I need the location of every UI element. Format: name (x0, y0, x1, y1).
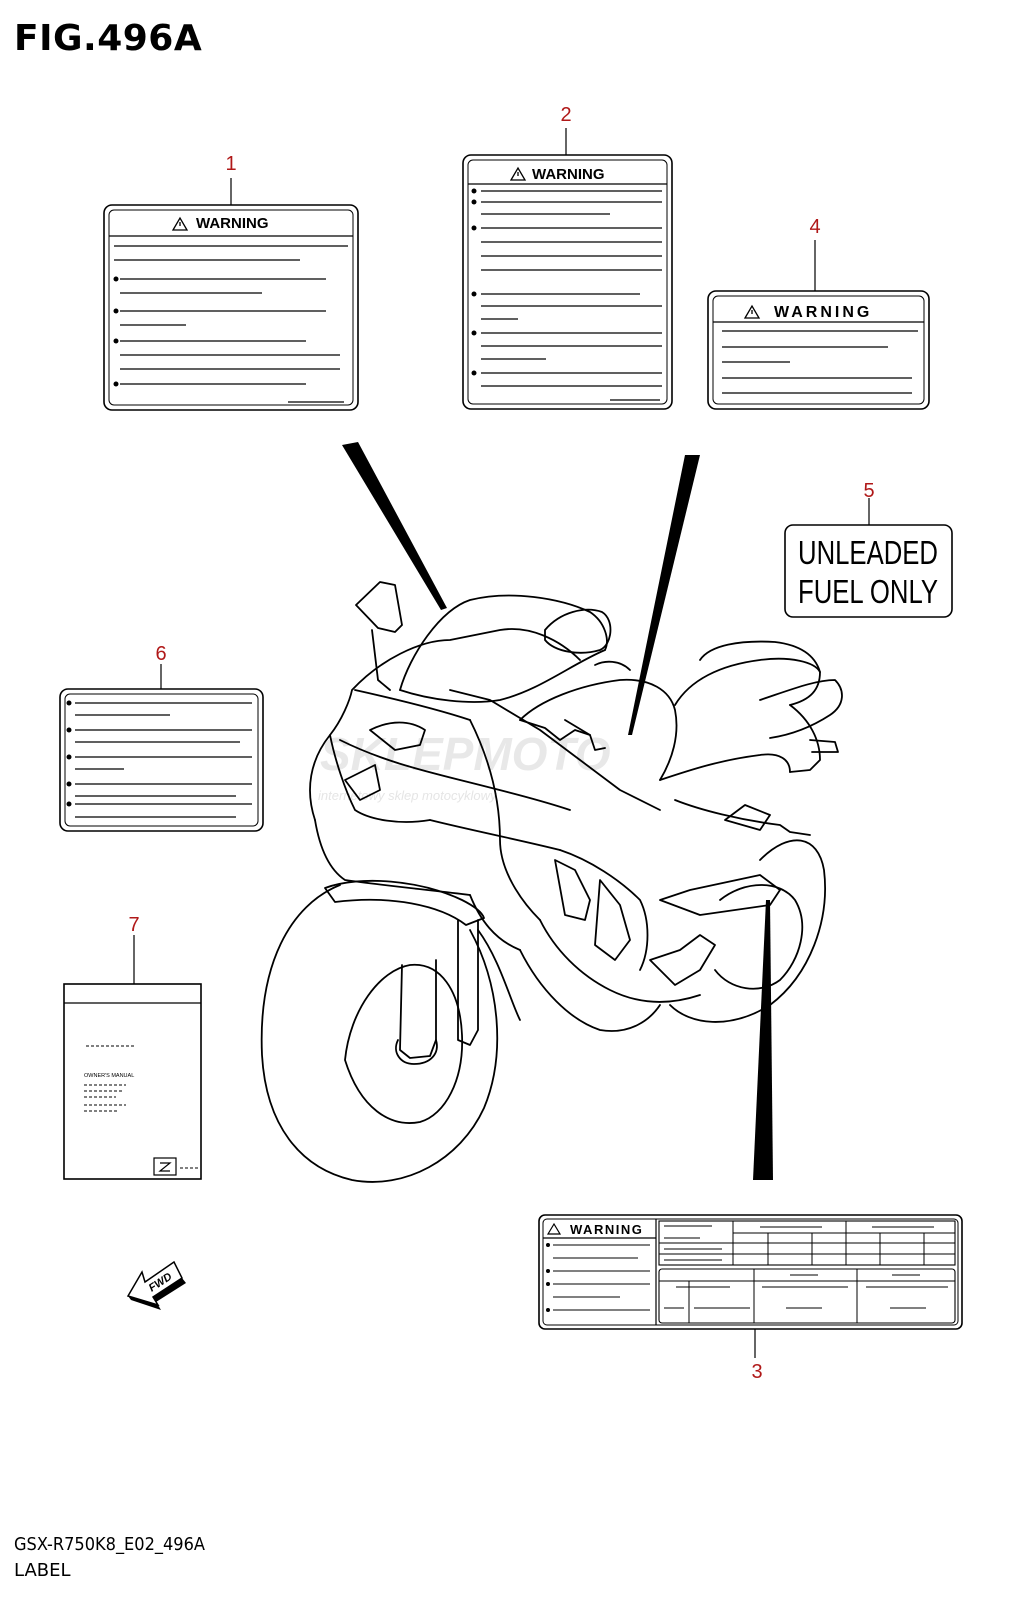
label-4-warning[interactable] (707, 290, 930, 410)
model-code: GSX-R750K8_E02_496A (14, 1534, 205, 1555)
label-4-heading: WARNING (774, 304, 872, 321)
callout-3: 3 (751, 1361, 762, 1383)
label-1-warning[interactable] (103, 204, 359, 411)
callout-1: 1 (225, 153, 236, 175)
callout-7: 7 (128, 914, 139, 936)
label-2-warning[interactable] (462, 154, 673, 410)
label-3-warning[interactable] (538, 1214, 963, 1330)
warning-triangle-icon (743, 304, 761, 319)
warning-triangle-icon (509, 166, 527, 181)
callout-numbers: 1 2 3 4 5 6 7 (128, 104, 874, 1383)
warning-triangle-icon (546, 1222, 562, 1235)
figure-title: FIG.496A (14, 18, 203, 59)
warning-triangle-icon (171, 216, 189, 231)
watermark: SKLEPMOTO internetowy sklep motocyklowy (318, 728, 611, 803)
owners-manual[interactable] (63, 983, 202, 1180)
fwd-arrow-icon: FWD (126, 1260, 186, 1310)
callout-5: 5 (863, 480, 874, 502)
callout-4: 4 (809, 216, 820, 238)
callout-6: 6 (155, 643, 166, 665)
watermark-brand: SKLEPMOTO (320, 728, 611, 780)
label-6-info[interactable] (59, 688, 264, 832)
callout-leaders (133, 128, 870, 1358)
fuel-label-line1: UNLEADED (798, 534, 938, 571)
pointer-label-3 (753, 900, 773, 1180)
callout-2: 2 (560, 104, 571, 126)
pointer-label-1 (342, 442, 447, 610)
label-2-heading: WARNING (532, 166, 605, 183)
watermark-tagline: internetowy sklep motocyklowy (318, 788, 498, 803)
manual-title: OWNER'S MANUAL (84, 1073, 134, 1079)
pointer-label-2 (628, 455, 700, 735)
label-3-heading: WARNING (570, 1222, 643, 1237)
fuel-label-line2: FUEL ONLY (798, 573, 938, 610)
figure-caption: LABEL (14, 1560, 71, 1581)
motorcycle-outline (260, 581, 843, 1183)
label-1-heading: WARNING (196, 215, 269, 232)
pointer-wedges (342, 442, 773, 1180)
suzuki-logo-icon (153, 1157, 177, 1176)
